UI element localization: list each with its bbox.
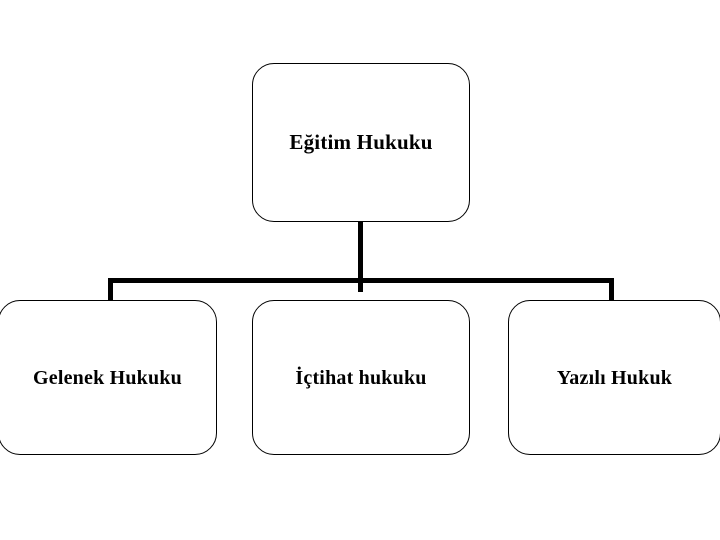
node-child-ictihat-hukuku[interactable]: İçtihat hukuku [252,300,470,455]
connector-child-left-vertical [108,278,113,302]
node-child-2-label: Yazılı Hukuk [556,366,673,389]
connector-horizontal-bus [108,278,614,283]
node-child-gelenek-hukuku[interactable]: Gelenek Hukuku [0,300,217,455]
node-root[interactable]: Eğitim Hukuku [252,63,470,222]
connector-child-right-vertical [609,278,614,302]
node-child-1-label: İçtihat hukuku [295,366,427,389]
node-child-yazili-hukuk[interactable]: Yazılı Hukuk [508,300,720,455]
node-root-label: Eğitim Hukuku [289,129,433,154]
node-child-0-label: Gelenek Hukuku [33,366,182,389]
connector-root-vertical [358,222,363,292]
